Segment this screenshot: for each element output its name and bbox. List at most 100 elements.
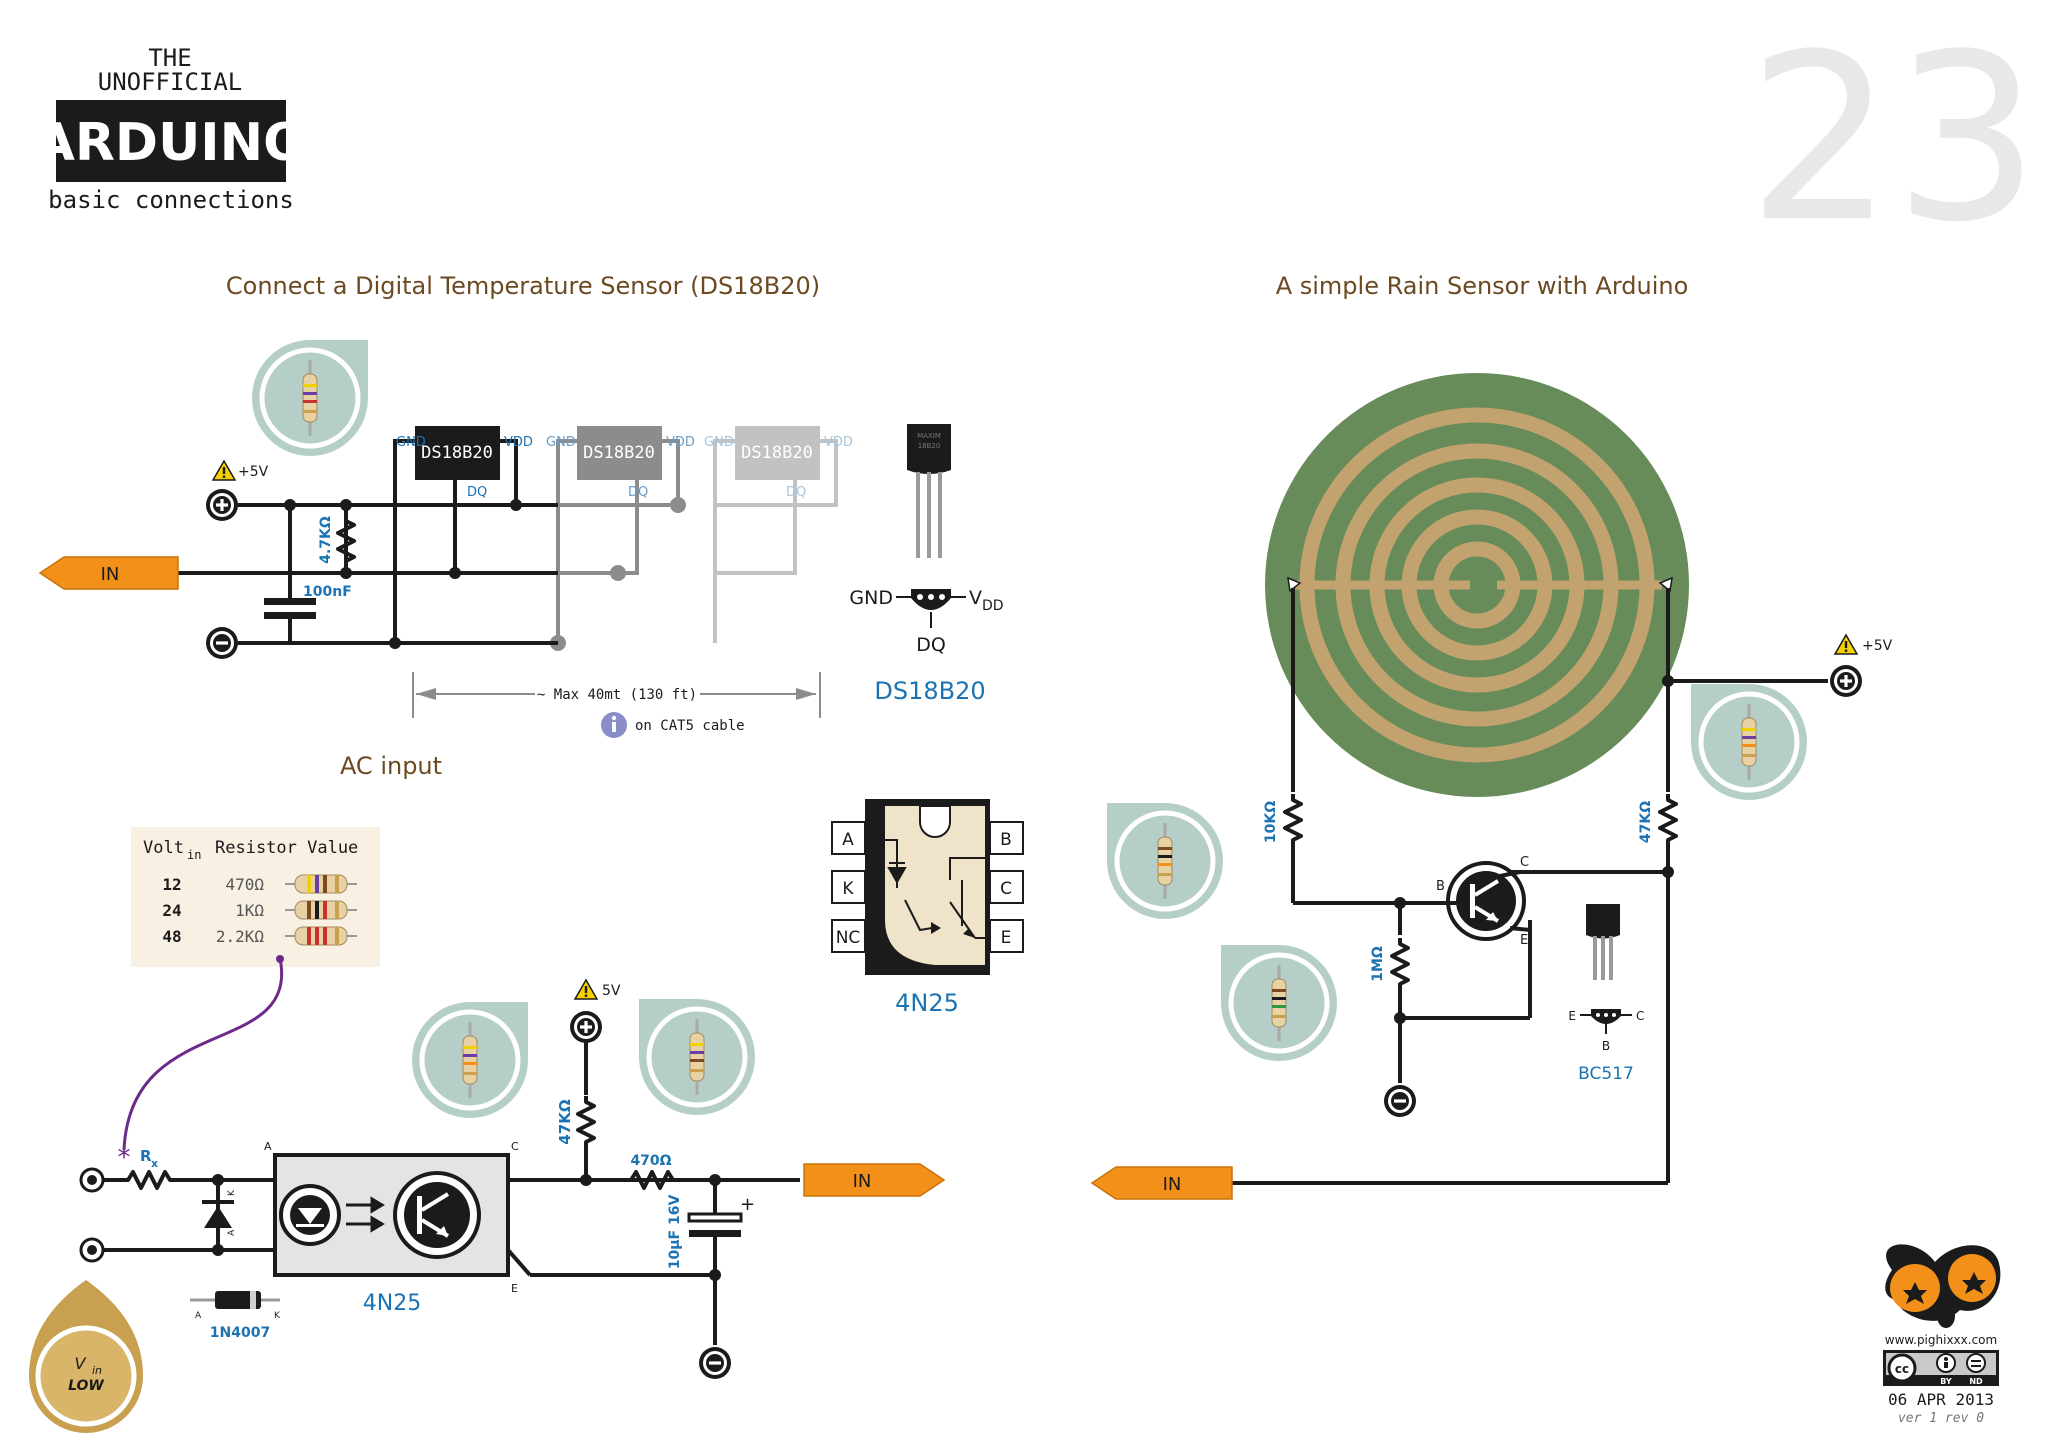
rx-sub: x [151,1157,158,1170]
ic-4n25-pin-a: A [842,830,854,850]
sensor-chip-3-gnd: GND [704,435,734,450]
sensor-chip-1-dq: DQ [467,485,487,500]
input-tag: IN [38,556,179,590]
rain-47k-bubble [1691,684,1807,800]
minus-terminal-icon [206,627,238,659]
vin-sub: in [92,1364,102,1377]
vin-low: LOW [68,1378,104,1394]
ic-4n25-pin-k: K [842,879,854,899]
pinout-gnd: GND [849,587,893,609]
rx-pointer-star: * [118,1143,131,1173]
plus-terminal-icon [206,489,238,521]
rain-10k-label: 10KΩ [1263,801,1279,843]
ic-4n25-pin-e: E [1001,928,1012,948]
supply-label: +5V [238,464,269,480]
rain-1m-label: 1MΩ [1370,946,1386,982]
table-row-2-value: 1KΩ [235,901,264,920]
page-number: 23 [1747,6,2040,273]
table-row-1-value: 470Ω [225,875,264,894]
pinout-dd: DD [982,598,1004,614]
table-row-1-resistor-icon [285,874,357,894]
ac-plus-terminal-icon [570,1011,602,1043]
header-logo: THE UNOFFICIAL ARDUINO basic connections [35,44,308,214]
ac-capacitor-plus: + [740,1194,755,1215]
resistor-table: Volt in Resistor Value 12 470Ω 24 1KΩ 48… [131,827,380,967]
rx-resistor [118,1170,178,1190]
cc-license-badge: cc BY ND [1883,1350,1999,1386]
ac-terminal-1 [79,1167,105,1193]
ac-input-tag: IN [803,1163,946,1197]
ic-4n25-pins-left: A K NC [831,821,866,953]
logo-subtitle: basic connections [48,186,294,214]
distance-dimension [412,672,821,718]
ac-supply-label: 5V [602,983,621,999]
ac-minus-terminal-icon [699,1347,731,1379]
ac-pullup-label: 47KΩ [556,1099,574,1144]
ac-series-label: 470Ω [630,1153,671,1169]
logo-brand-box [56,100,286,182]
table-row-2-volt: 24 [162,901,181,920]
rain-transistor: B C E [1436,855,1531,948]
rain-10k-bubble [1107,803,1223,919]
ic-4n25-pin-c: C [1000,879,1012,899]
rain-47k-resistor [1658,792,1678,848]
mascot-logo [1885,1244,2001,1328]
ic-4n25-pin-nc: NC [836,928,861,948]
rx-pointer-line [122,957,284,1151]
table-row-3-value: 2.2KΩ [216,927,265,946]
cc-by: BY [1940,1377,1952,1386]
rain-input-tag-label: IN [1163,1174,1182,1195]
pinout-dq: DQ [916,634,946,656]
rain-transistor-b: B [1436,879,1445,894]
ic-4n25-pin-b: B [1000,830,1012,850]
footer-website: www.pighixxx.com [1885,1333,1997,1347]
ac-terminal-2 [79,1237,105,1263]
ac-pullup-resistor [576,1094,596,1150]
package-text-2: 18B20 [918,442,941,450]
pullup-resistor-label: 4.7KΩ [318,516,334,564]
sensor-chip-1-label: DS18B20 [421,443,493,463]
bc517-pinout-c: C [1636,1009,1644,1023]
ac-capacitor-label: 10µF 16V [667,1195,683,1270]
table-row-3-volt: 48 [162,927,181,946]
bypass-capacitor-label: 100nF [303,584,352,600]
opto-caption: 4N25 [363,1291,421,1316]
footer-date: 06 APR 2013 [1888,1390,1994,1409]
bc517-caption: BC517 [1578,1064,1634,1084]
ac-pullup-bubble [412,1002,528,1118]
rain-1m-resistor [1390,936,1410,992]
ac-section-title: AC input [340,752,442,780]
sensor-chip-2: DS18B20 GND VDD DQ [546,426,695,500]
footer-version: ver 1 rev 0 [1898,1411,1984,1426]
sensor-chip-1-gnd: GND [396,435,426,450]
junction-dots [284,499,522,649]
cc-nd: ND [1969,1377,1983,1386]
input-tag-label: IN [101,564,120,585]
rain-10k-resistor [1283,792,1303,848]
bypass-capacitor [264,598,316,619]
table-row-2-resistor-icon [285,900,357,920]
vin-label: V [75,1354,87,1373]
cable-note: on CAT5 cable [635,718,745,734]
sensor-chip-1: DS18B20 GND VDD DQ [396,426,533,500]
rain-transistor-e: E [1520,933,1528,948]
diode-1n4007-icon: A K [190,1291,281,1321]
sensor-chip-2-vdd: VDD [666,435,695,450]
main-wires [178,439,558,645]
ds18b20-package: MAXIM 18B20 [907,424,951,558]
protection-diode: K A [202,1189,237,1236]
info-icon [601,712,627,738]
sensor-chip-3-vdd: VDD [824,435,853,450]
ac-filter-capacitor [687,1212,743,1237]
table-header-value: Resistor Value [215,838,358,858]
rain-input-tag: IN [1090,1166,1233,1200]
sensor-chip-3-dq: DQ [786,485,806,500]
sensor-chip-2-gnd: GND [546,435,576,450]
pinout-v: V [969,587,982,609]
cc-logo: cc [1895,1362,1909,1376]
rain-supply-label: +5V [1862,638,1893,654]
ds18b20-caption: DS18B20 [874,677,985,705]
diode-pin-a: A [227,1229,237,1236]
ic-4n25: A K NC B C E [831,799,1024,975]
logo-line-unofficial: UNOFFICIAL [98,68,243,96]
